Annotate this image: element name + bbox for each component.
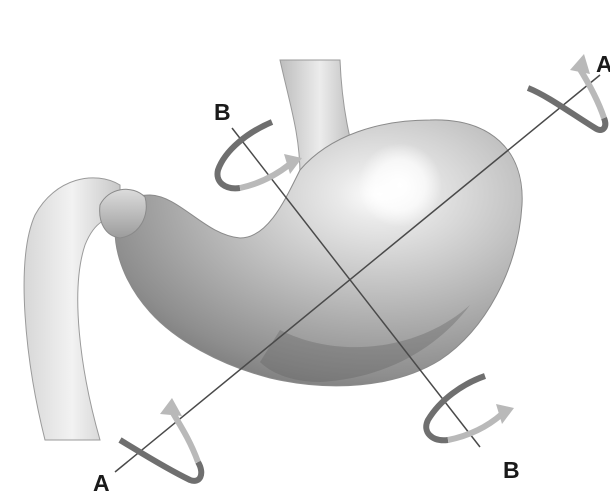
axis-b-end-label: B — [503, 457, 520, 483]
rotation-arrow-b-top — [217, 122, 302, 188]
axis-a-start-label: A — [93, 470, 110, 496]
axis-a-end-label: A — [596, 51, 610, 77]
stomach-illustration — [24, 60, 522, 440]
rotation-arrow-b-bottom — [426, 376, 514, 440]
axis-b-start-label: B — [214, 99, 231, 125]
rotation-arrow-a-top — [528, 54, 605, 130]
